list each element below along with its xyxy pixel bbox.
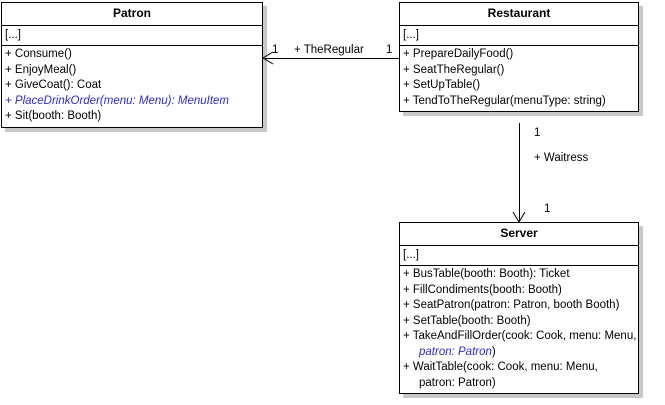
association-line-restaurant-server: [519, 123, 520, 222]
class-operations-server: + BusTable(booth: Booth): Ticket + FillC…: [400, 266, 638, 393]
operation-row: + GiveCoat(): Coat: [5, 79, 102, 91]
operation-text: + TakeAndFillOrder(cook: Cook, menu: Men…: [403, 330, 637, 342]
operation-param-suffix: ): [491, 345, 496, 358]
operation-row: + Consume(): [5, 48, 72, 60]
operation-row-abstract: + PlaceDrinkOrder(menu: Menu): MenuItem: [5, 94, 230, 107]
operation-row: + SetTable(booth: Booth): [403, 314, 531, 327]
multiplicity-label-server: 1: [544, 203, 551, 215]
class-box-patron[interactable]: Patron [...] + Consume() + EnjoyMeal() +…: [1, 2, 263, 128]
class-attributes-patron: [...]: [2, 26, 262, 46]
class-name-restaurant: Restaurant: [400, 3, 638, 26]
operation-row: + SetUpTable(): [403, 79, 481, 91]
operation-continuation: patron: Patron): [419, 376, 496, 389]
operation-row: + SeatPatron(patron: Patron, booth Booth…: [403, 299, 620, 311]
operation-row: + Sit(booth: Booth): [5, 110, 102, 122]
role-label-theregular: + TheRegular: [294, 44, 364, 56]
operation-row: + SeatTheRegular(): [403, 63, 505, 76]
operation-row: + TendToTheRegular(menuType: string): [403, 94, 606, 107]
operation-row: + EnjoyMeal(): [5, 63, 77, 76]
multiplicity-label-restaurant-left: 1: [386, 44, 393, 56]
association-line-patron-restaurant: [265, 58, 399, 59]
operation-row: + FillCondiments(booth: Booth): [403, 283, 562, 296]
class-box-restaurant[interactable]: Restaurant [...] + PrepareDailyFood() + …: [399, 2, 639, 112]
class-name-patron: Patron: [2, 3, 262, 26]
operation-row: + BusTable(booth: Booth): Ticket: [403, 268, 570, 280]
class-operations-patron: + Consume() + EnjoyMeal() + GiveCoat(): …: [2, 46, 262, 127]
class-operations-restaurant: + PrepareDailyFood() + SeatTheRegular() …: [400, 46, 638, 111]
operation-param-abstract: patron: Patron: [419, 345, 492, 358]
multiplicity-label-patron: 1: [272, 44, 279, 56]
operation-row-wrapped: + WaitTable(cook: Cook, menu: Menu, patro…: [400, 360, 638, 391]
operation-text: + WaitTable(cook: Cook, menu: Menu,: [403, 361, 598, 373]
operation-continuation: patron: Patron): [403, 345, 636, 361]
operation-row: + PrepareDailyFood(): [403, 48, 514, 60]
class-name-server: Server: [400, 223, 638, 246]
role-label-waitress: + Waitress: [534, 152, 589, 164]
class-attributes-restaurant: [...]: [400, 26, 638, 46]
class-box-server[interactable]: Server [...] + BusTable(booth: Booth): T…: [399, 222, 639, 394]
operation-row-wrapped: + TakeAndFillOrder(cook: Cook, menu: Men…: [400, 329, 638, 360]
class-attributes-server: [...]: [400, 246, 638, 266]
multiplicity-label-restaurant-bottom: 1: [534, 127, 541, 139]
